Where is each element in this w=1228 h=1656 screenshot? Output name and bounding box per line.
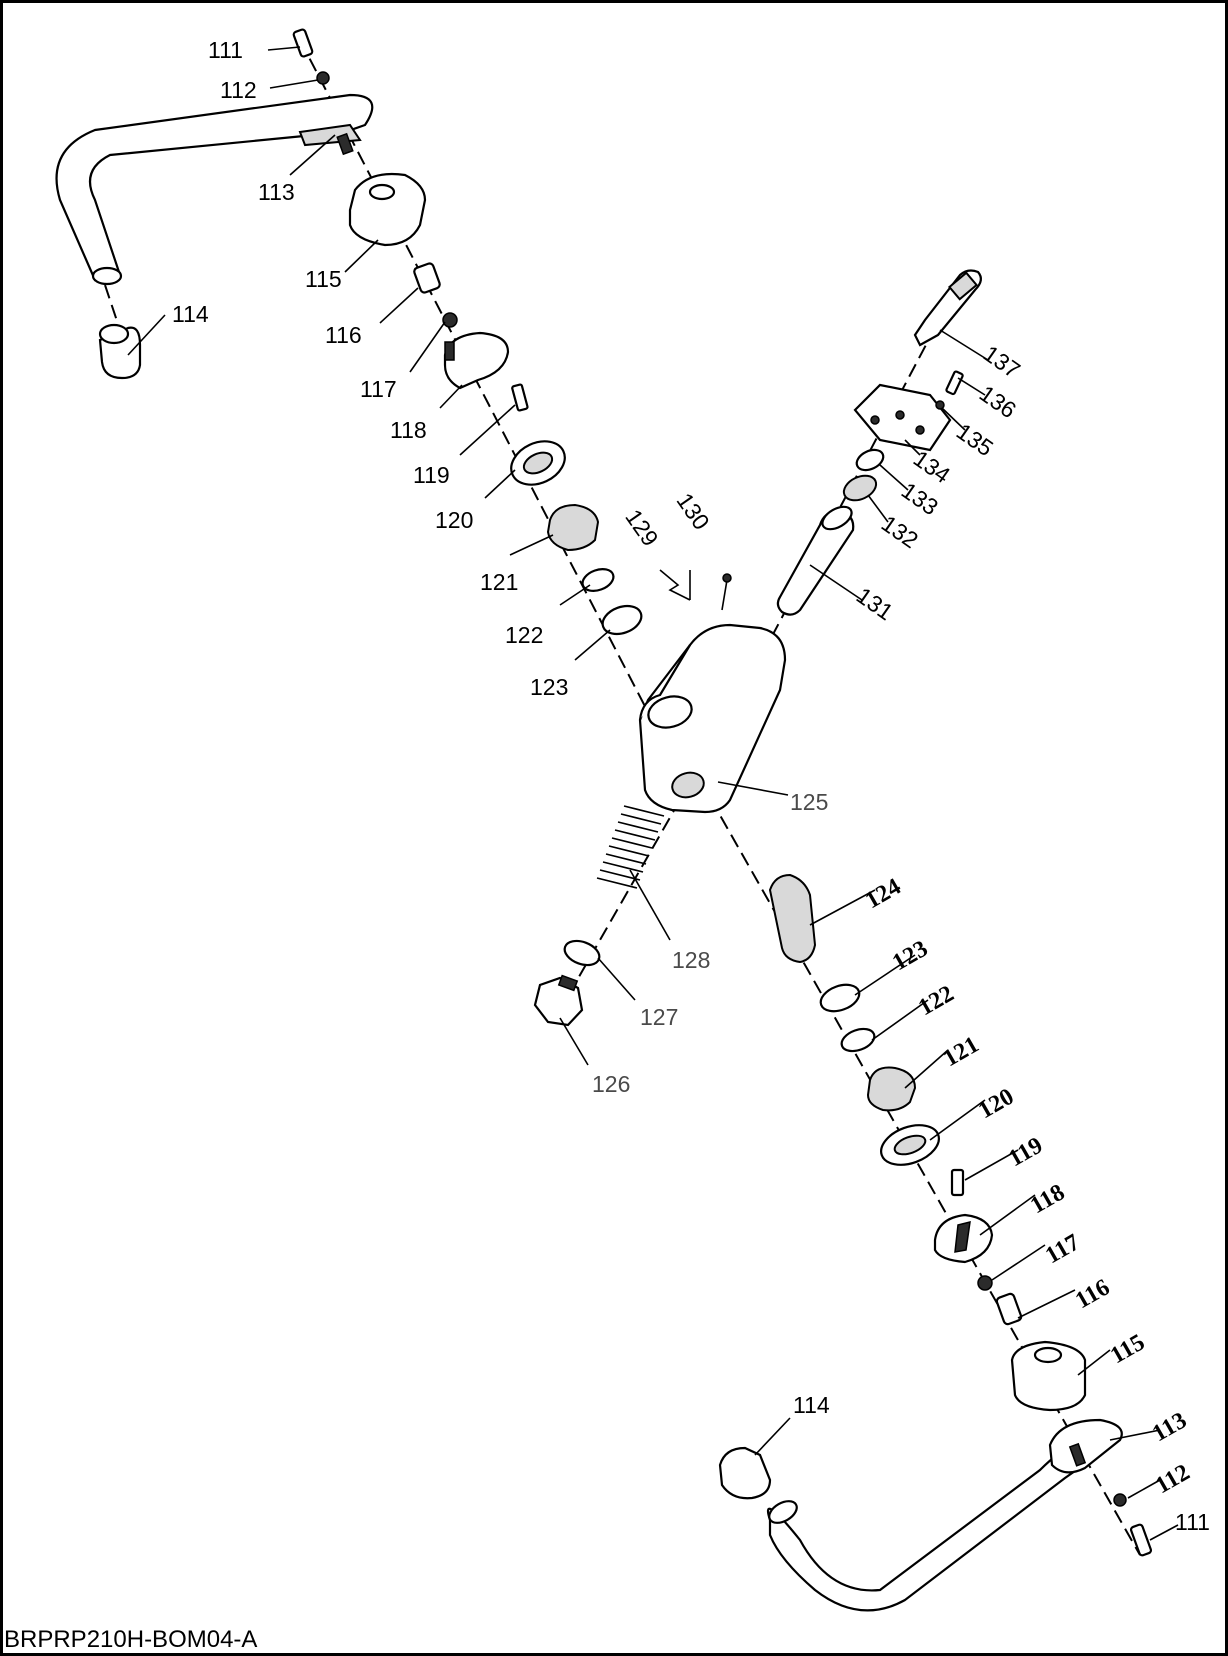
flange-134-bolt-a xyxy=(870,415,880,425)
flange-134-bolt-b xyxy=(895,410,905,420)
oring-123-lower xyxy=(819,983,861,1013)
pin-113-lower xyxy=(1068,1442,1087,1467)
upper-oring-123 xyxy=(601,604,643,636)
plunger-131-cap xyxy=(821,505,853,531)
nut-112-lower xyxy=(1113,1493,1127,1507)
upper-handle-end xyxy=(91,266,123,286)
flange-134-bolt-c xyxy=(915,425,925,435)
label-123-upper: 123 xyxy=(530,674,568,700)
valve-body-port-front xyxy=(671,771,705,799)
upper-collar-115 xyxy=(348,172,427,247)
oring-133 xyxy=(855,448,885,472)
drawing-id: BRPRP210H-BOM04-A xyxy=(4,1626,258,1653)
upper-screw-111 xyxy=(292,28,314,58)
label-113-lower: 113 xyxy=(1148,1407,1191,1447)
upper-cam-pin xyxy=(444,341,455,361)
upper-grip-top xyxy=(98,323,130,345)
label-111-upper: 111 xyxy=(208,37,243,63)
label-130: 130 xyxy=(671,488,714,534)
label-131: 131 xyxy=(852,582,898,625)
fitting-137-nut xyxy=(948,271,978,301)
label-122-upper: 122 xyxy=(505,622,543,648)
label-116-upper: 116 xyxy=(325,322,362,348)
valve-body-side xyxy=(638,644,691,721)
upper-collar-hole xyxy=(368,183,396,201)
label-121-lower: 121 xyxy=(939,1032,983,1073)
valve-body-125 xyxy=(638,623,787,814)
upper-left-axis xyxy=(299,39,666,746)
label-119-lower: 119 xyxy=(1004,1132,1047,1172)
label-112-lower: 112 xyxy=(1151,1459,1194,1499)
label-112-upper: 112 xyxy=(220,77,257,103)
label-124: 124 xyxy=(861,874,905,915)
label-115-upper: 115 xyxy=(305,266,342,292)
upper-seal-121 xyxy=(546,503,600,552)
label-123-lower: 123 xyxy=(888,936,932,977)
sleeve-116-lower xyxy=(995,1292,1023,1326)
collar-115-lower xyxy=(1010,1340,1087,1412)
plug-126-thread xyxy=(557,974,579,992)
label-113-upper: 113 xyxy=(258,179,295,205)
label-129: 129 xyxy=(620,504,663,550)
clip-129 xyxy=(659,569,691,601)
spring-128 xyxy=(596,805,665,889)
leader-lines xyxy=(127,46,1179,1541)
cam-118-lower-key xyxy=(954,1221,971,1253)
label-117-upper: 117 xyxy=(360,376,397,402)
valve-body-port-top xyxy=(647,695,693,729)
label-114-upper: 114 xyxy=(172,301,209,327)
seal-121-lower xyxy=(866,1066,917,1112)
plunger-131 xyxy=(776,510,855,616)
label-115-lower: 115 xyxy=(1106,1329,1149,1369)
upper-washer-117 xyxy=(442,312,458,328)
lower-handle-tab xyxy=(1048,1418,1123,1474)
label-117-lower: 117 xyxy=(1041,1229,1084,1269)
screw-111-lower xyxy=(1129,1523,1153,1557)
upper-pin-113 xyxy=(336,132,354,156)
pin-130-head xyxy=(722,573,732,583)
label-120-upper: 120 xyxy=(435,507,473,533)
label-128: 128 xyxy=(672,947,710,973)
collar-115-lower-hole xyxy=(1033,1346,1063,1364)
upper-cam-118 xyxy=(443,331,510,390)
label-127: 127 xyxy=(640,1004,678,1030)
lower-handle-end xyxy=(768,1500,798,1524)
upper-screw-119 xyxy=(511,383,529,412)
washer-135 xyxy=(935,400,945,410)
seal-132 xyxy=(842,474,878,502)
oring-122-lower xyxy=(840,1027,876,1053)
upper-handle-bar xyxy=(55,93,374,282)
lower-left-axis xyxy=(559,799,681,1011)
upper-nut-112 xyxy=(316,71,330,85)
label-119-upper: 119 xyxy=(413,462,450,488)
washer-117-lower xyxy=(977,1275,993,1291)
lower-grip-114 xyxy=(718,1446,772,1500)
handle-left-axis xyxy=(104,284,121,331)
washer-120-lower-hole xyxy=(893,1134,927,1156)
label-114-lower: 114 xyxy=(793,1392,830,1418)
label-121-upper: 121 xyxy=(480,569,518,595)
label-126: 126 xyxy=(592,1071,630,1097)
label-118-upper: 118 xyxy=(390,417,427,443)
screw-119-lower xyxy=(950,1168,965,1197)
oring-127 xyxy=(563,939,601,967)
label-122-lower: 122 xyxy=(914,981,958,1022)
label-116-lower: 116 xyxy=(1071,1274,1114,1314)
label-111-lower: 111 xyxy=(1175,1509,1210,1535)
pin-130 xyxy=(721,579,728,611)
label-136: 136 xyxy=(975,380,1021,423)
label-118-lower: 118 xyxy=(1026,1179,1069,1219)
stem-124 xyxy=(768,873,817,964)
screw-136 xyxy=(945,370,964,396)
label-125: 125 xyxy=(790,789,828,815)
upper-washer-120-hole xyxy=(522,451,554,475)
upper-sleeve-116 xyxy=(413,262,441,294)
label-137: 137 xyxy=(979,340,1025,383)
label-120-lower: 120 xyxy=(974,1084,1018,1125)
